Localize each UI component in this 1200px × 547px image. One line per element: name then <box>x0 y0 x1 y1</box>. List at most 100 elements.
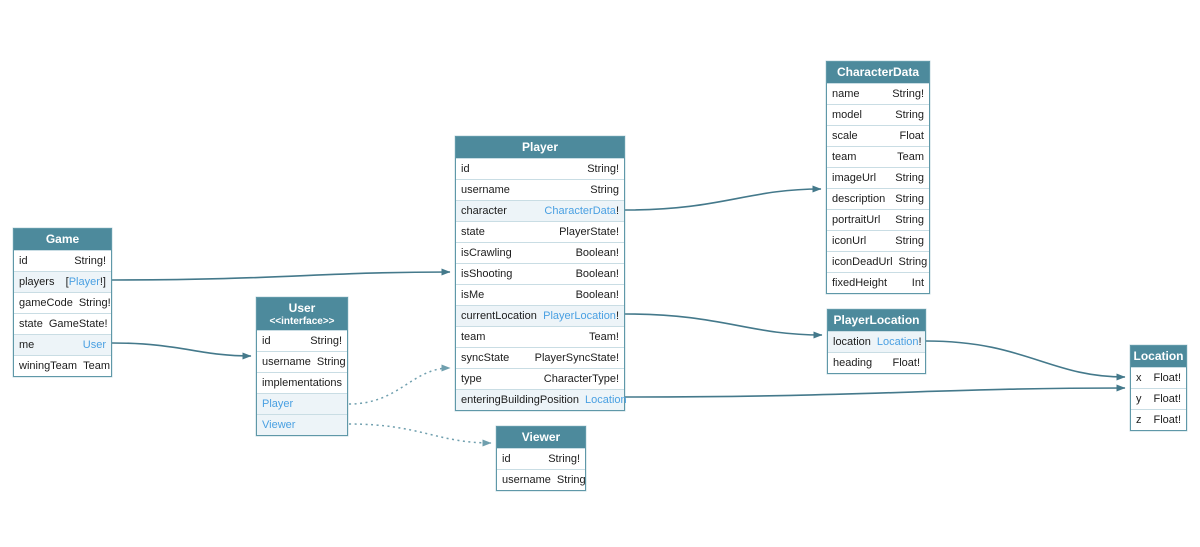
table-title: User <box>288 301 316 315</box>
edge-player-enteringbuildingposition-to-location <box>624 384 1126 398</box>
edge-player-character-to-characterdata <box>624 185 822 211</box>
field-type: Team <box>897 151 924 163</box>
type-link-player[interactable]: Player <box>262 398 294 410</box>
table-header-viewer[interactable]: Viewer <box>497 427 585 448</box>
table-header-user[interactable]: User<<interface>> <box>257 298 347 330</box>
table-header-characterdata[interactable]: CharacterData <box>827 62 929 83</box>
type-wrap-suffix: ! <box>918 336 922 348</box>
field-name: isMe <box>461 289 485 301</box>
field-name: username <box>502 474 551 486</box>
type-link-characterdata[interactable]: CharacterData <box>544 205 616 217</box>
field-name: players <box>19 276 55 288</box>
field-name: id <box>461 163 470 175</box>
type-link-location[interactable]: Location <box>876 336 919 348</box>
field-name: gameCode <box>19 297 73 309</box>
field-type: String! <box>78 297 111 309</box>
implementation-link-player[interactable]: Player <box>257 393 347 414</box>
field-name: team <box>832 151 857 163</box>
field-type: Team! <box>589 331 619 343</box>
table-header-playerlocation[interactable]: PlayerLocation <box>828 310 925 331</box>
type-link-user[interactable]: User <box>82 339 106 351</box>
table-header-game[interactable]: Game <box>14 229 111 250</box>
field-type: String <box>895 214 924 226</box>
field-type: String <box>898 256 928 268</box>
table-header-location[interactable]: Location <box>1131 346 1186 367</box>
field-name: z <box>1136 414 1142 426</box>
table-title: PlayerLocation <box>833 313 920 327</box>
field-row-gameCode[interactable]: gameCode String! <box>14 292 111 313</box>
field-name: state <box>461 226 485 238</box>
field-name: username <box>461 184 510 196</box>
type-wrap-suffix: ! <box>615 310 619 322</box>
field-row-players[interactable]: players[Player!] <box>14 271 111 292</box>
field-type: Team <box>83 360 110 372</box>
field-type: String <box>556 474 586 486</box>
type-link-location[interactable]: Location <box>585 394 627 406</box>
table-header-player[interactable]: Player <box>456 137 624 158</box>
type-link-viewer[interactable]: Viewer <box>262 419 296 431</box>
table-title: Location <box>1133 349 1184 363</box>
table-subtitle: <<interface>> <box>269 316 335 327</box>
field-type: String <box>316 356 346 368</box>
field-name: type <box>461 373 482 385</box>
field-row-username[interactable]: username String <box>497 469 586 490</box>
field-type: String! <box>74 255 106 267</box>
section-row-implementations[interactable]: implementations <box>257 372 347 393</box>
field-type: String! <box>548 453 580 465</box>
implementation-link-viewer[interactable]: Viewer <box>257 414 347 435</box>
field-name: isShooting <box>461 268 513 280</box>
field-type: PlayerSyncState! <box>534 352 619 364</box>
field-row-id[interactable]: id String! <box>14 250 111 271</box>
field-row-username[interactable]: username String <box>257 351 347 372</box>
table-title: Viewer <box>521 430 561 444</box>
field-name: username <box>262 356 311 368</box>
type-wrap-prefix: [ <box>65 276 69 288</box>
edge-game-players-to-player <box>111 268 451 281</box>
field-row-currentLocation[interactable]: currentLocation PlayerLocation! <box>456 305 624 326</box>
field-name: currentLocation <box>461 310 537 322</box>
field-name: y <box>1136 393 1142 405</box>
field-name: model <box>832 109 862 121</box>
table-title: Game <box>45 232 80 246</box>
field-name: id <box>19 255 28 267</box>
field-name: state <box>19 318 43 330</box>
type-link-player[interactable]: Player <box>68 276 100 288</box>
type-link-playerlocation[interactable]: PlayerLocation <box>543 310 616 322</box>
field-row-team[interactable]: team Team <box>827 146 929 167</box>
